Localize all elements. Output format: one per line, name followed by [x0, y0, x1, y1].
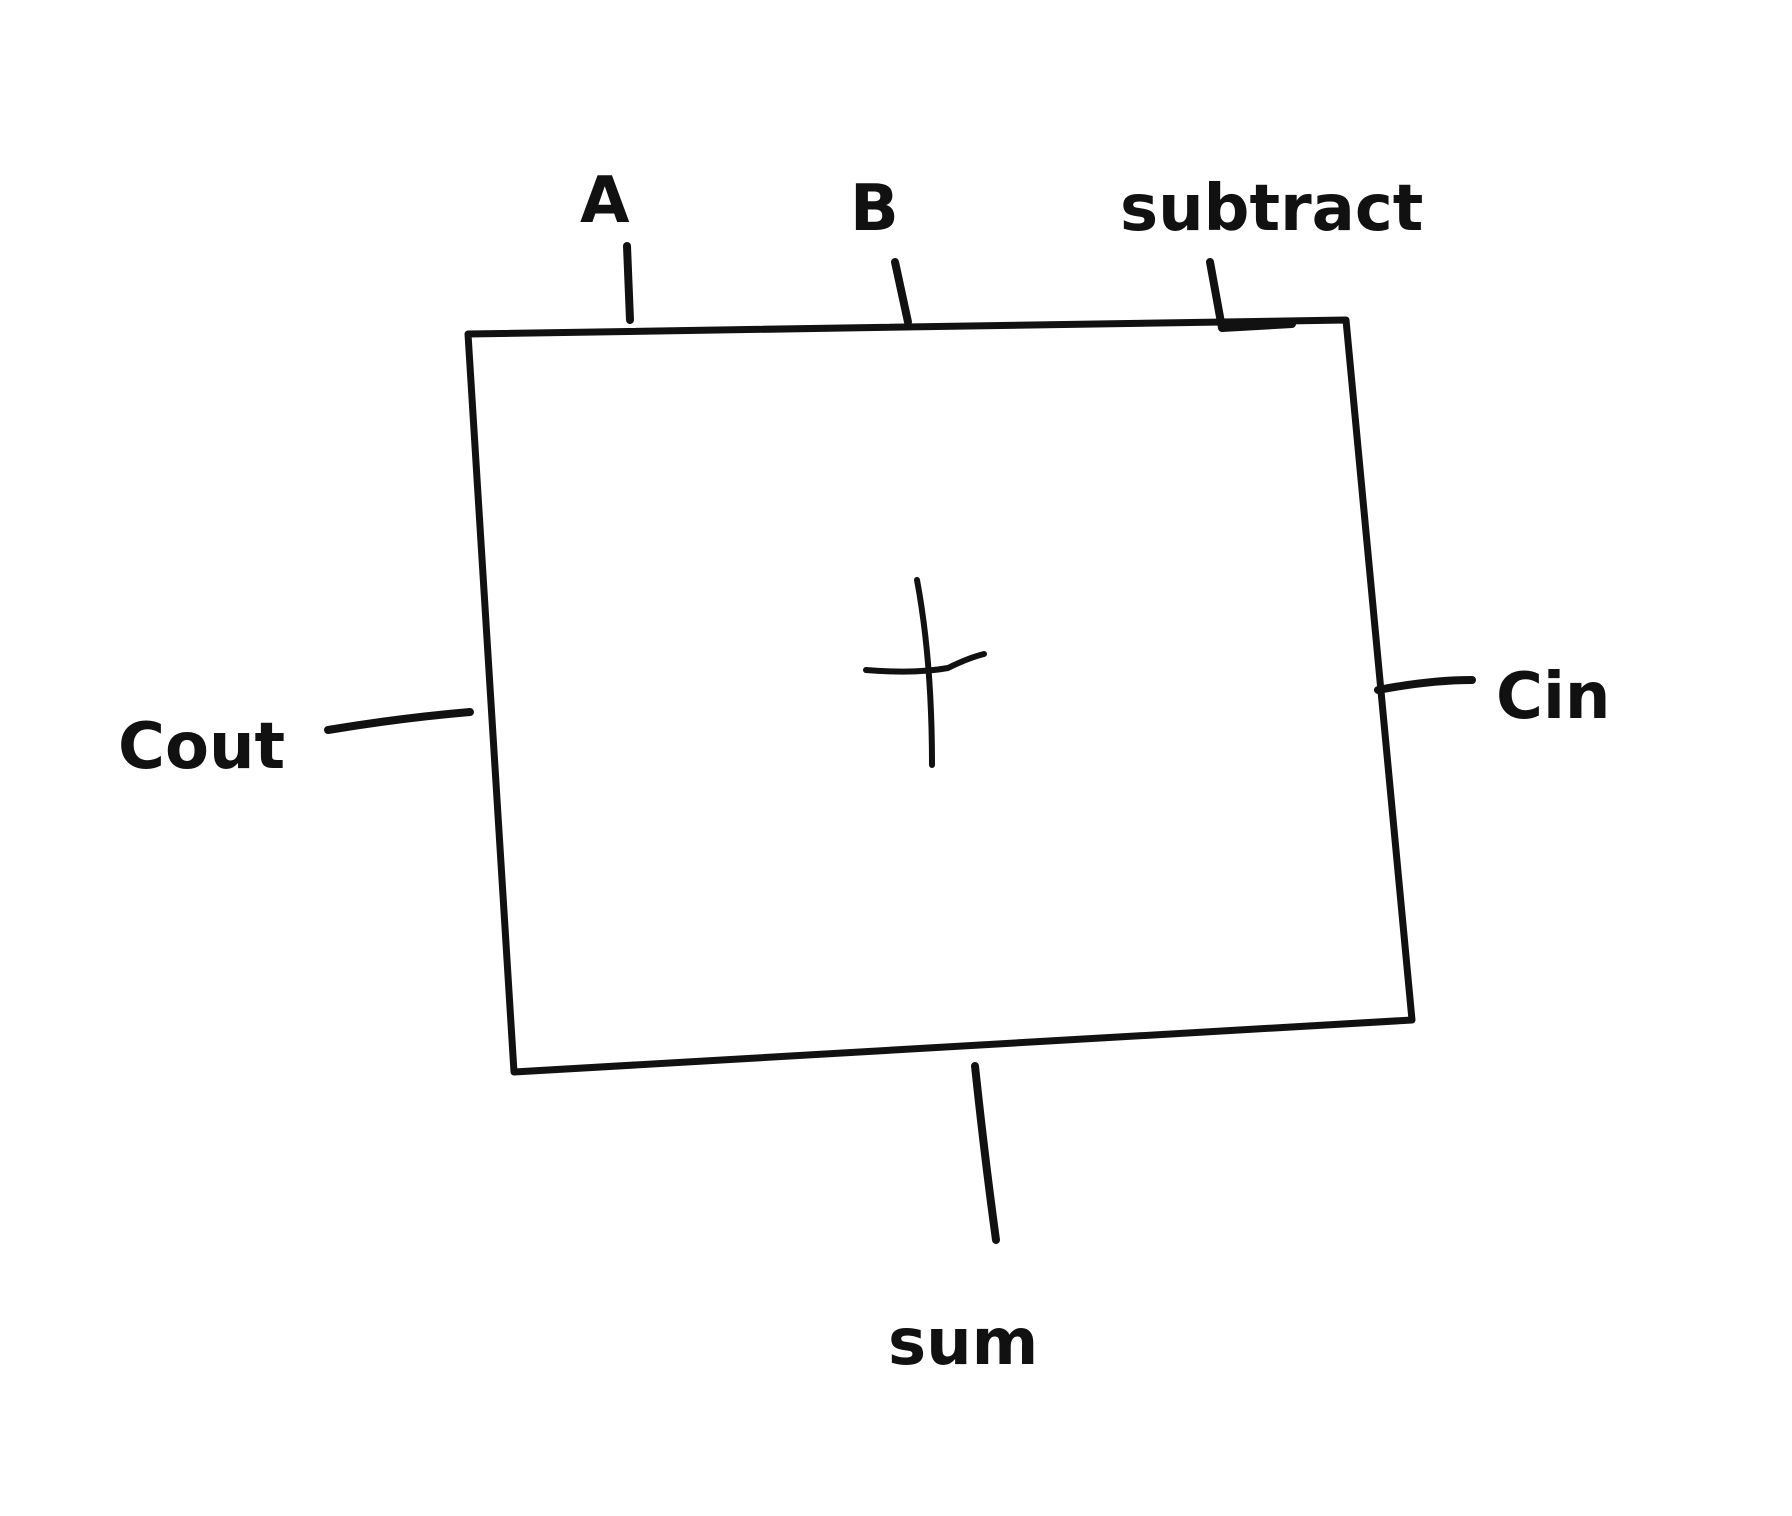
wire-cin: [1374, 676, 1476, 694]
wire-subtract: [1206, 258, 1296, 332]
label-cout: Cout: [118, 710, 285, 784]
wire-sum: [971, 1062, 1000, 1244]
wire-b: [891, 258, 912, 326]
label-a: A: [580, 164, 630, 238]
label-cin: Cin: [1496, 660, 1610, 734]
wire-cout: [324, 708, 474, 734]
label-b: B: [850, 172, 899, 246]
label-subtract: subtract: [1120, 172, 1423, 246]
adder-block: [464, 316, 1416, 1076]
plus-symbol-icon: [863, 577, 987, 768]
wire-a: [623, 242, 634, 324]
label-sum: sum: [888, 1306, 1038, 1380]
